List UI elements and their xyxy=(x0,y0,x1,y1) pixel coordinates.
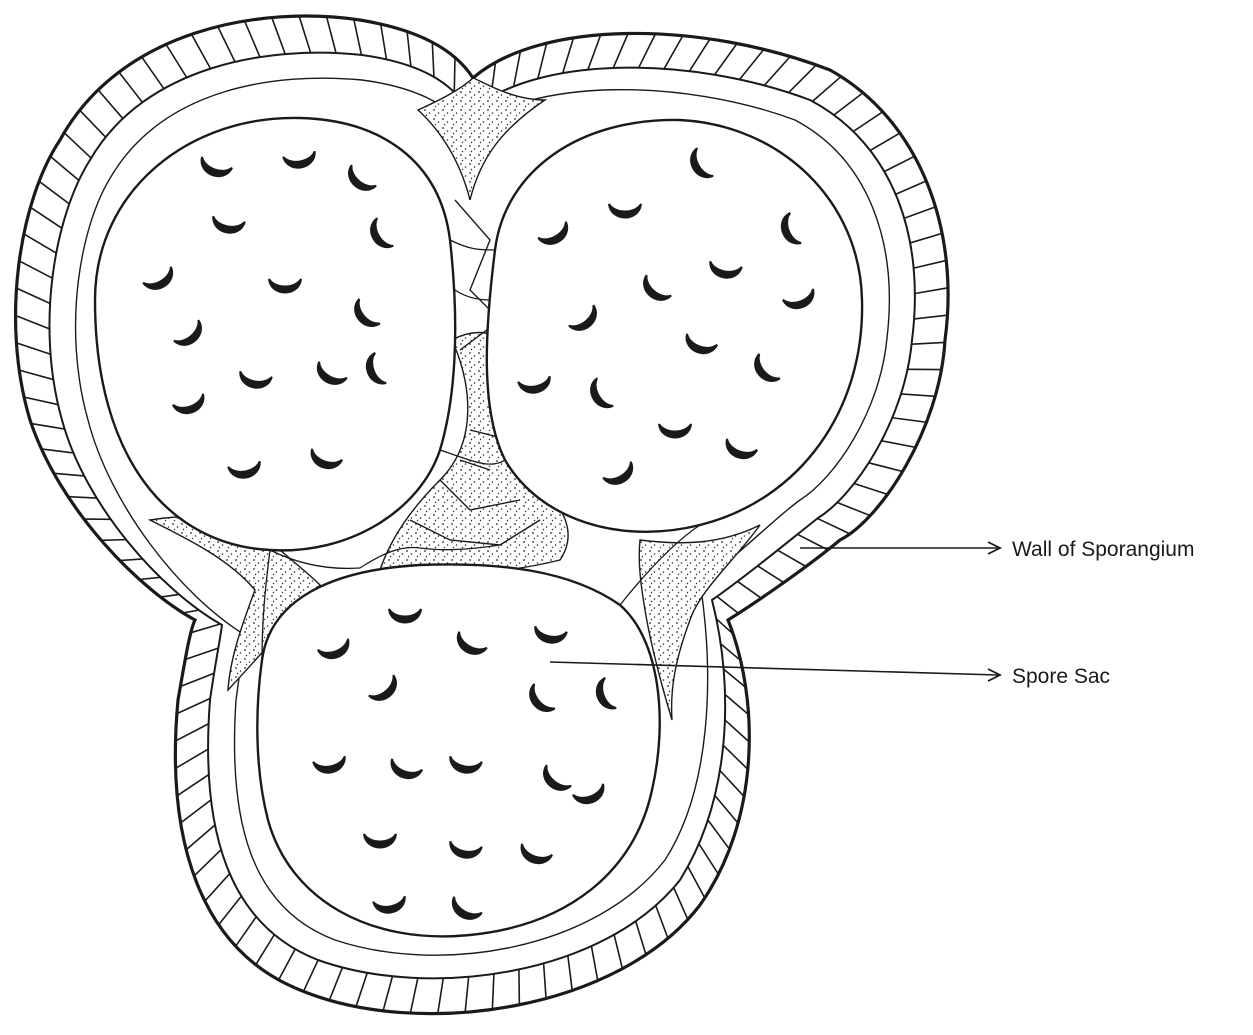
label-wall: Wall of Sporangium xyxy=(800,538,1194,561)
sac-label: Spore Sac xyxy=(1012,665,1110,688)
wall-cell-divider xyxy=(454,57,455,92)
wall-cell-divider xyxy=(101,540,126,541)
wall-label: Wall of Sporangium xyxy=(1012,538,1194,561)
